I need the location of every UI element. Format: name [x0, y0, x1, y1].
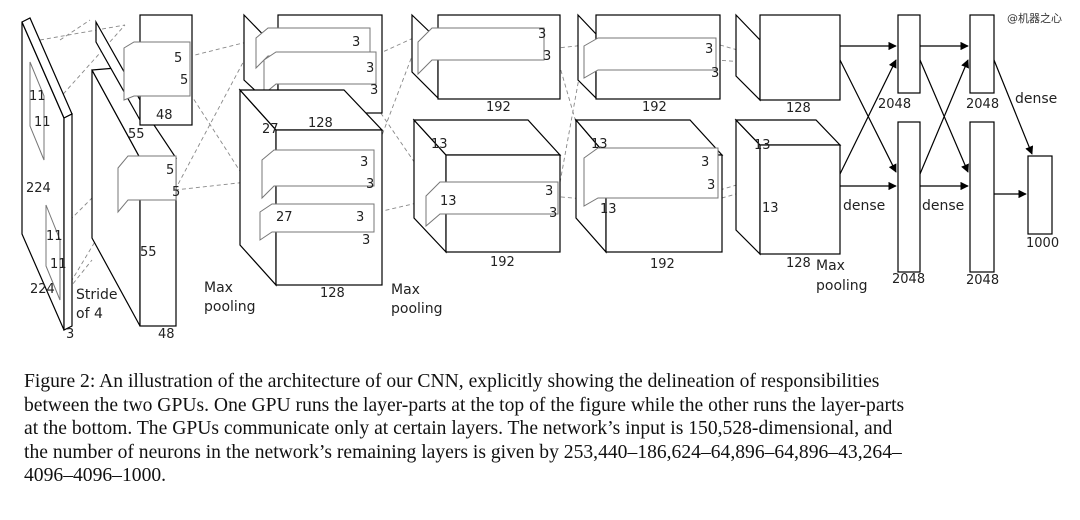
conv2-k-b: 3 — [366, 61, 374, 76]
conv3-k-d: 3 — [549, 206, 557, 221]
input-size-h: 224 — [26, 181, 51, 196]
conv2-k-c: 3 — [370, 83, 378, 98]
caption-line: 4096–4096–1000. — [24, 465, 167, 487]
conv3-size-a: 13 — [431, 137, 448, 152]
conv2-top — [243, 13, 383, 114]
figure-caption: Figure 2: An illustration of the archite… — [24, 370, 1064, 488]
conv4-k-a: 3 — [705, 42, 713, 57]
stride-label-1: Stride — [76, 287, 118, 303]
conv5-top — [735, 13, 841, 102]
fc7-bottom-size: 2048 — [966, 273, 999, 288]
conv1-k-top-a: 5 — [174, 51, 182, 66]
conv3-top — [411, 13, 561, 100]
fc7-top-size: 2048 — [966, 97, 999, 112]
conv1-k-bot-a: 5 — [166, 163, 174, 178]
conv1-k-top-b: 5 — [180, 73, 188, 88]
input-kernel2-w: 11 — [50, 257, 67, 272]
input-volume — [21, 17, 73, 331]
pool3-label-1: Max — [816, 258, 845, 274]
conv2-k-d: 3 — [360, 155, 368, 170]
conv2-bottom — [238, 88, 384, 287]
conv1-k-bot-b: 5 — [172, 185, 180, 200]
caption-line: at the bottom. The GPUs communicate only… — [24, 418, 893, 440]
conv4-k-b: 3 — [711, 66, 719, 81]
conv5-size-b: 13 — [762, 201, 779, 216]
input-kernel-h: 11 — [29, 89, 46, 104]
conv1-size: 55 — [128, 127, 145, 142]
pool2-label-2: pooling — [391, 301, 443, 317]
pool3-label-2: pooling — [816, 278, 868, 294]
dense-label-a: dense — [843, 198, 885, 214]
conv3-depth-bottom: 192 — [490, 255, 515, 270]
conv3-depth-top: 192 — [486, 100, 511, 115]
conv3-bottom — [412, 118, 562, 254]
conv3-k-c: 3 — [545, 184, 553, 199]
conv4-top — [577, 13, 721, 100]
fc-layers — [897, 14, 1053, 273]
conv5-bottom — [734, 118, 842, 256]
conv1-size-bottom: 55 — [140, 245, 157, 260]
architecture-diagram: 11 11 224 11 11 224 3 Stride of 4 5 5 48… — [21, 13, 1059, 342]
fc8-size: 1000 — [1026, 236, 1059, 251]
conv2-k-f: 3 — [356, 210, 364, 225]
conv4-k-c: 3 — [701, 155, 709, 170]
conv3-k-a: 3 — [538, 27, 546, 42]
dense-label-b: dense — [922, 198, 964, 214]
caption-line: between the two GPUs. One GPU runs the l… — [24, 394, 905, 416]
conv2-size-bottom: 27 — [276, 210, 293, 225]
fc6-bottom-size: 2048 — [892, 272, 925, 287]
fc6-top-size: 2048 — [878, 97, 911, 112]
conv1-depth-bottom: 48 — [158, 327, 175, 342]
conv4-depth-bottom: 192 — [650, 257, 675, 272]
conv4-k-d: 3 — [707, 178, 715, 193]
conv3-k-b: 3 — [543, 49, 551, 64]
conv1-top — [95, 14, 193, 126]
conv4-size-a: 13 — [591, 137, 608, 152]
conv2-depth-bottom: 128 — [320, 286, 345, 301]
conv3-size-b: 13 — [440, 194, 457, 209]
conv4-depth-top: 192 — [642, 100, 667, 115]
input-size-w: 224 — [30, 282, 55, 297]
input-depth: 3 — [66, 327, 74, 342]
conv4-bottom — [574, 118, 724, 254]
conv5-size-a: 13 — [754, 138, 771, 153]
conv5-depth-top: 128 — [786, 101, 811, 116]
caption-line: Figure 2: An illustration of the archite… — [24, 371, 880, 392]
conv2-k-e: 3 — [366, 177, 374, 192]
conv2-k-a: 3 — [352, 35, 360, 50]
caption-line: the number of neurons in the network’s r… — [24, 441, 902, 463]
conv2-k-g: 3 — [362, 233, 370, 248]
pool2-label-1: Max — [391, 282, 420, 298]
conv1-depth-top: 48 — [156, 108, 173, 123]
pool1-label-1: Max — [204, 280, 233, 296]
conv5-depth-bottom: 128 — [786, 256, 811, 271]
dense-label-c: dense — [1015, 91, 1057, 107]
conv2-size-top: 27 — [262, 122, 279, 137]
conv2-depth-top: 128 — [308, 116, 333, 131]
conv4-size-b: 13 — [600, 202, 617, 217]
stride-label-2: of 4 — [76, 306, 103, 322]
dense-arrows — [839, 41, 1034, 199]
conv1-bottom — [91, 67, 178, 327]
input-kernel2-h: 11 — [46, 229, 63, 244]
watermark: @机器之心 — [1007, 12, 1062, 25]
pool1-label-2: pooling — [204, 299, 256, 315]
input-kernel-w: 11 — [34, 115, 51, 130]
